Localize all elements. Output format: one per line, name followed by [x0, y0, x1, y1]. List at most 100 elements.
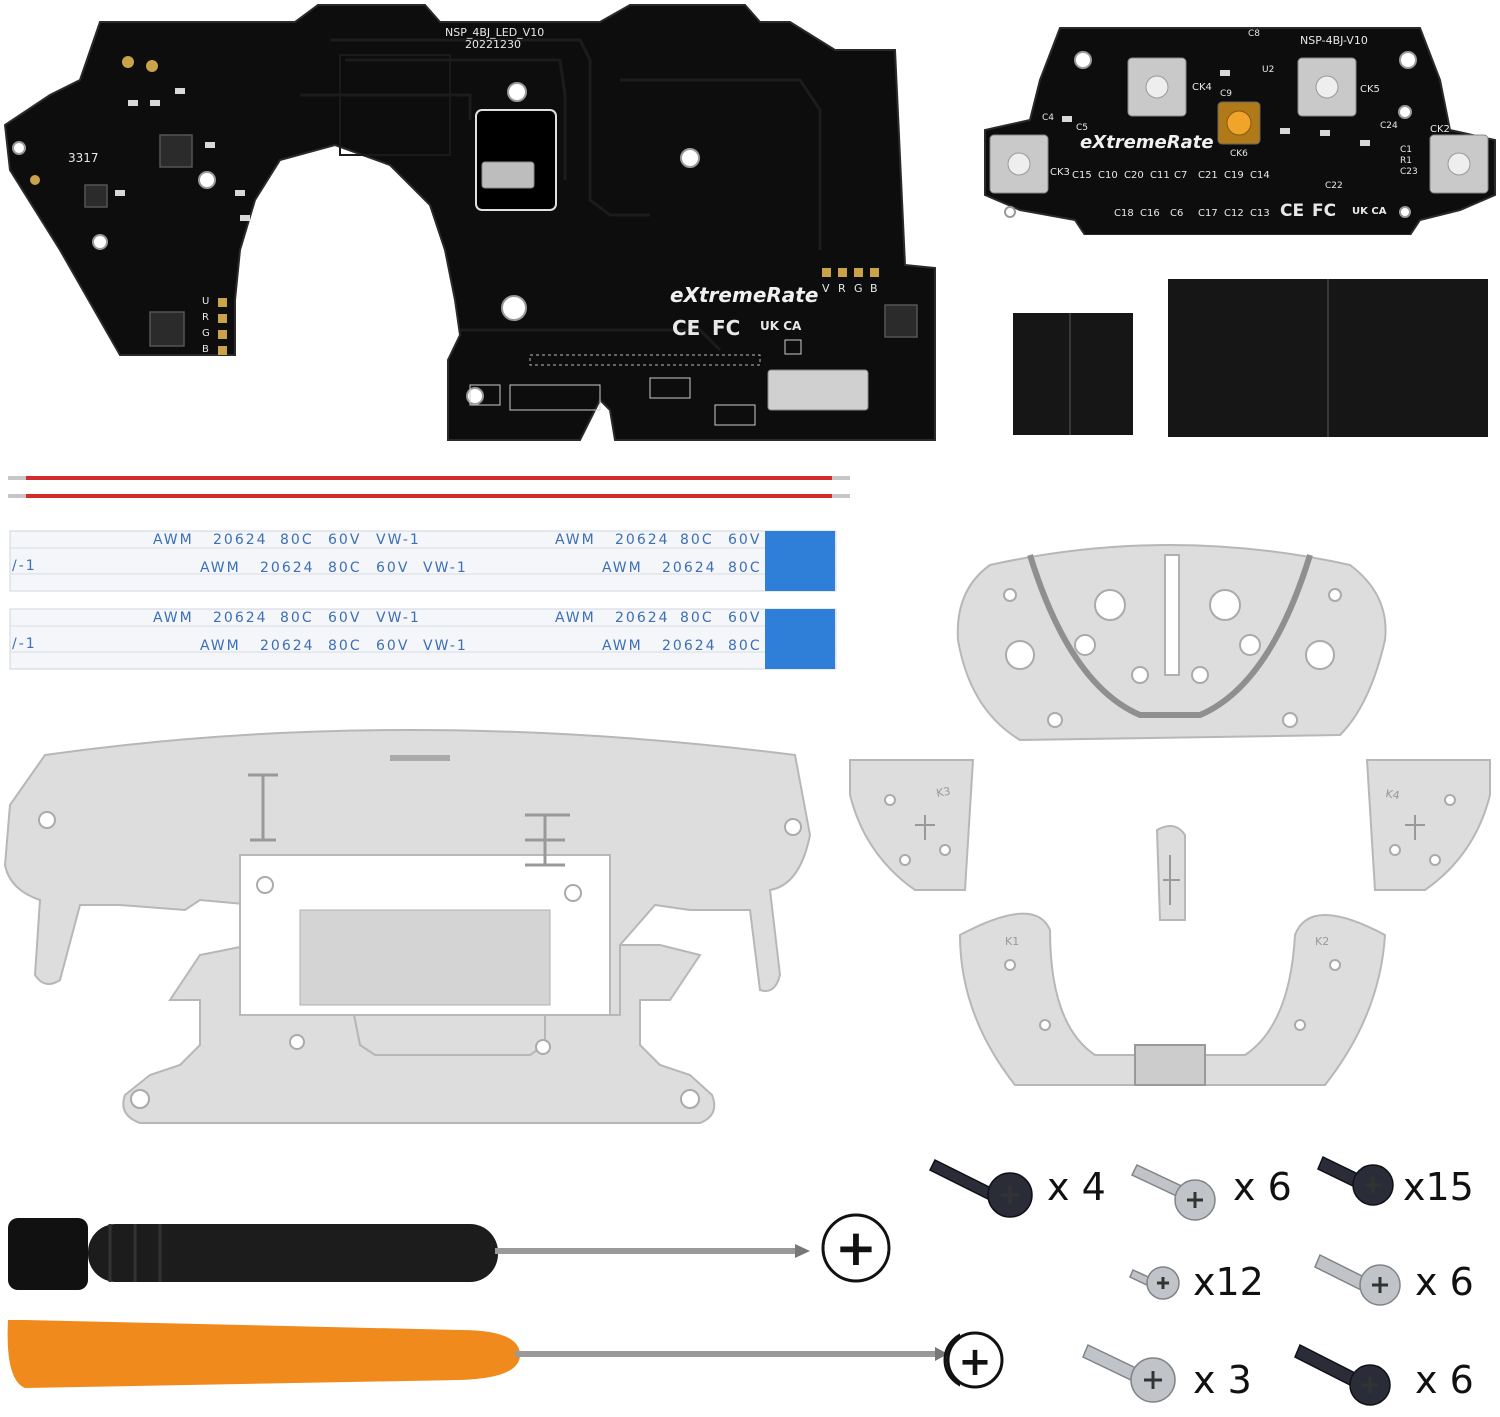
- back-board-fcc-mark: FC: [1312, 201, 1336, 221]
- main-board-ce-mark: CE: [672, 316, 700, 340]
- tact-button-ck6: [1217, 101, 1261, 145]
- screw-dark-long: [1294, 1343, 1391, 1406]
- screw-metal-large: [1082, 1343, 1176, 1403]
- frame-hole: [1239, 634, 1261, 656]
- tact-button-ck5: [1297, 57, 1357, 117]
- screw-qty: x 6: [1415, 1260, 1474, 1304]
- mount-hole: [1398, 105, 1412, 119]
- main-board-left-pins: B G R U: [202, 296, 227, 355]
- frame-hole: [1074, 634, 1096, 656]
- mount-hole: [1004, 206, 1016, 218]
- pin-label-g: G: [854, 282, 863, 295]
- label-c9: C9: [1220, 89, 1232, 99]
- pin-label-left-g: G: [202, 328, 210, 339]
- screw-metal-medium: [1130, 1164, 1216, 1221]
- ribbon-text: 20624: [260, 638, 315, 654]
- paddle-marking: [915, 815, 935, 840]
- label-c4: C4: [1042, 113, 1054, 123]
- frame-hole: [1047, 712, 1063, 728]
- ribbon-text: AWM: [602, 638, 643, 654]
- frame-hole: [256, 876, 274, 894]
- ribbon-text: 20624: [615, 610, 670, 626]
- label-c23: C23: [1400, 167, 1418, 177]
- ribbon-text: 20624: [662, 638, 717, 654]
- pin-label-r: R: [838, 282, 846, 295]
- paddle-label-k3: K3: [935, 785, 951, 800]
- screwdriver-shaft: [495, 1248, 795, 1254]
- paddle-hole: [1329, 959, 1341, 971]
- ribbon-text: 80C: [328, 638, 362, 654]
- ribbon-text: AWM: [555, 532, 596, 548]
- label-c6: C6: [1170, 208, 1183, 219]
- label-c5: C5: [1076, 123, 1088, 133]
- frame-hole: [1003, 588, 1017, 602]
- main-board-ukca-mark: UK CA: [760, 319, 802, 333]
- paddle-label-k2: K2: [1315, 935, 1329, 948]
- mount-hole: [198, 171, 216, 189]
- orange-phillips-screwdriver: [7, 1320, 948, 1388]
- frame-marking: [525, 813, 570, 867]
- smd-component: [1220, 70, 1230, 76]
- ribbon-text: 20624: [615, 532, 670, 548]
- paddle-hole: [939, 844, 951, 856]
- ribbon-text: 80C: [328, 560, 362, 576]
- ribbon-text: AWM: [200, 638, 241, 654]
- screwdriver-handle: [7, 1320, 520, 1388]
- center-piece-marking: [1163, 855, 1180, 905]
- screw-set: x 4 x 6 x15 x12 x 6 x 3 x 6: [928, 1155, 1474, 1406]
- smd-component: [240, 215, 250, 221]
- frame-slot: [1164, 554, 1180, 676]
- label-c8: C8: [1248, 29, 1260, 39]
- screwdrivers: +: [7, 1213, 960, 1388]
- label-c12: C12: [1224, 208, 1244, 219]
- screw-dark-short: [1317, 1155, 1394, 1206]
- label-c19: C19: [1224, 170, 1244, 181]
- mount-hole: [1399, 206, 1411, 218]
- main-board-pad: [122, 56, 134, 68]
- back-board-ce-mark: CE: [1280, 201, 1304, 221]
- back-board-model-label: NSP-4BJ-V10: [1300, 34, 1368, 47]
- ribbon-text: /-1: [12, 558, 37, 574]
- label-r1: R1: [1400, 156, 1412, 166]
- foam-pad-small: [1013, 313, 1133, 435]
- main-board-brand: eXtremeRate: [670, 283, 818, 307]
- pin-label-v: V: [822, 282, 830, 295]
- label-c13: C13: [1250, 208, 1270, 219]
- main-board-chip: [84, 184, 108, 208]
- paddle-hole: [1039, 1019, 1051, 1031]
- ribbon-text: VW-1: [376, 610, 421, 626]
- main-board-fpc-connector: [481, 161, 535, 189]
- frame-hole: [1191, 666, 1209, 684]
- paddle-label-k1: K1: [1005, 935, 1019, 948]
- frame-marking: [390, 755, 450, 761]
- black-phillips-screwdriver: [8, 1218, 810, 1290]
- smd-component: [128, 100, 138, 106]
- frame-hole: [1005, 640, 1035, 670]
- bracket-frame: [3, 729, 812, 1124]
- label-u2: U2: [1262, 65, 1274, 75]
- screw-qty: x 6: [1415, 1358, 1474, 1402]
- label-c7: C7: [1174, 170, 1187, 181]
- paddle-hole: [899, 854, 911, 866]
- paddle-hole: [884, 794, 896, 806]
- ribbon-text: 80C: [680, 610, 714, 626]
- smd-component: [649, 377, 691, 399]
- smd-component: [784, 339, 802, 355]
- frame-hole: [38, 811, 56, 829]
- red-wires: [8, 476, 850, 498]
- smd-component: [235, 190, 245, 196]
- label-c20: C20: [1124, 170, 1144, 181]
- phillips-symbol-small: +: [946, 1331, 1004, 1389]
- smd-component: [1360, 140, 1370, 146]
- label-c15: C15: [1072, 170, 1092, 181]
- ribbon-text: VW-1: [423, 560, 468, 576]
- label-ck6: CK6: [1230, 149, 1248, 159]
- frame-hole: [1094, 589, 1126, 621]
- main-board-fcc-mark: FC: [712, 316, 740, 340]
- mount-hole: [1399, 51, 1417, 69]
- label-c1: C1: [1400, 145, 1412, 155]
- main-board-pad: [30, 175, 40, 185]
- mount-hole: [12, 141, 26, 155]
- mount-hole: [507, 82, 527, 102]
- ribbon-text: VW-1: [423, 638, 468, 654]
